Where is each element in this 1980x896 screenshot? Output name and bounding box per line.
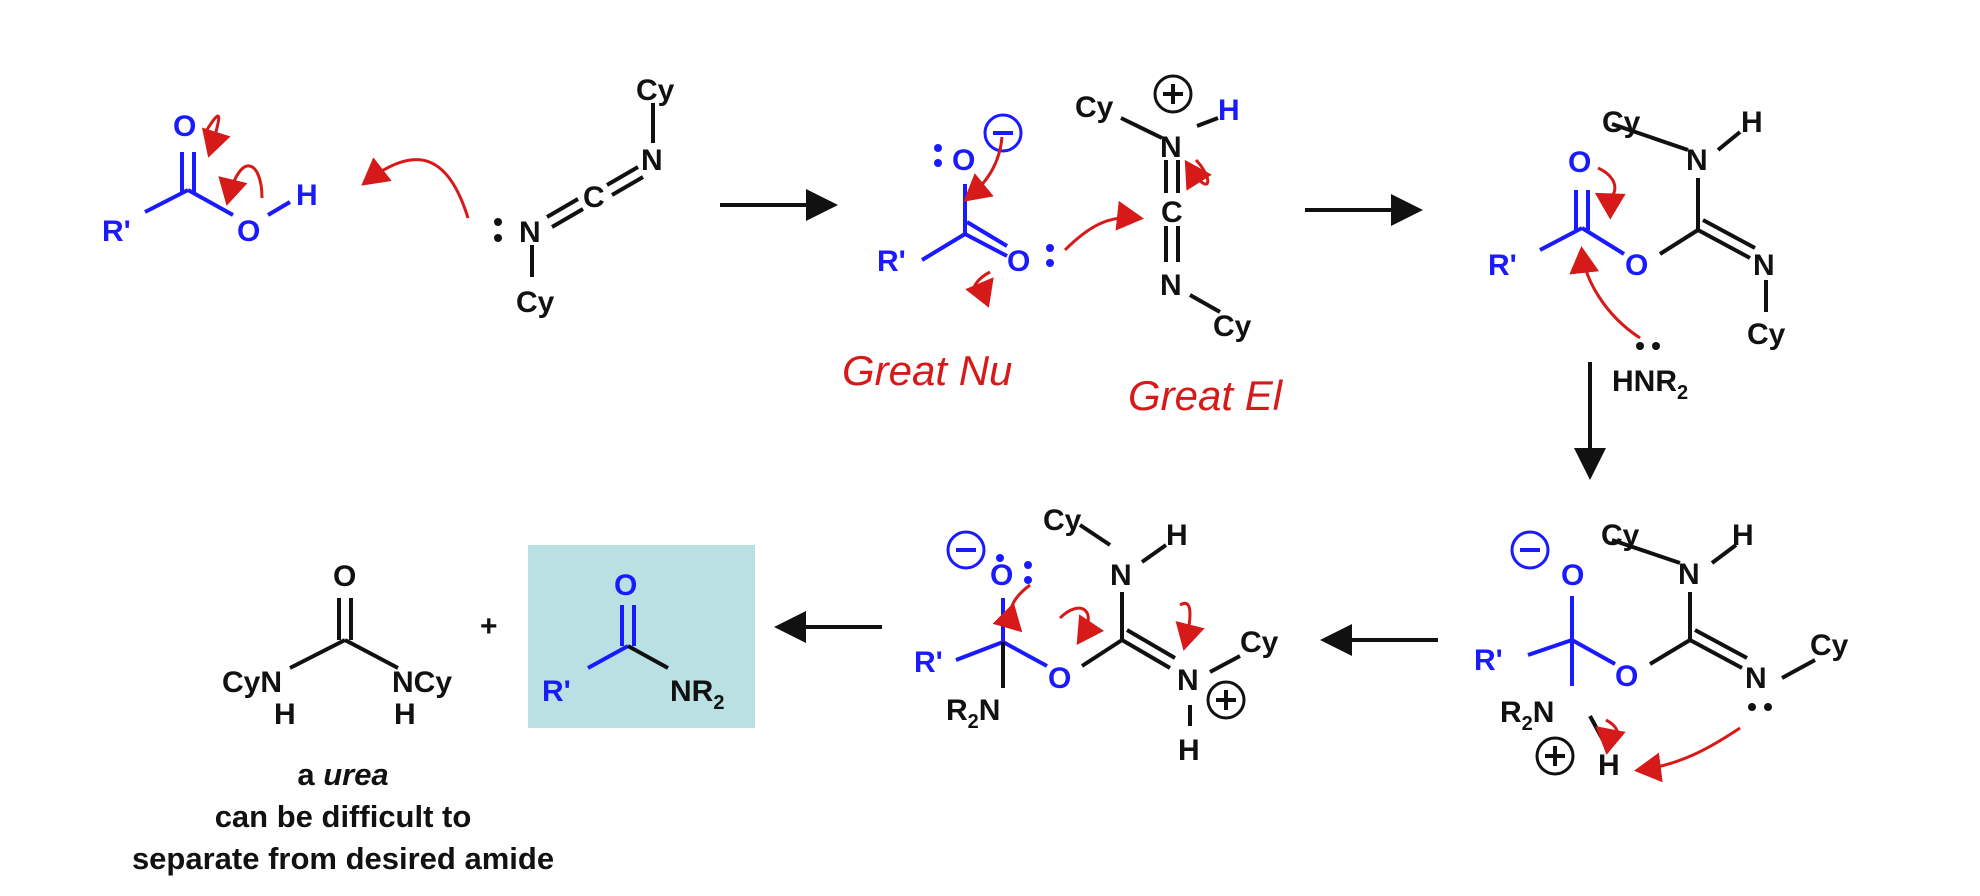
arrows-step2	[963, 136, 1212, 308]
carboxylic-acid	[144, 152, 292, 217]
atom-r-prime: R'	[1474, 644, 1503, 677]
atom-o-carbonyl: O	[173, 110, 196, 143]
plus-charge	[1535, 736, 1575, 776]
lone-pair-dot	[934, 144, 942, 152]
annotation-great-electrophile: Great El	[1128, 372, 1284, 419]
atom-h: H	[1178, 734, 1200, 767]
atom-h: H	[1166, 519, 1188, 552]
atom-h: H	[1218, 94, 1240, 127]
lone-pair-dot	[494, 234, 502, 242]
amine-hnr2: HNR2	[1612, 365, 1688, 404]
plus-sign: +	[480, 610, 498, 643]
atom-ncy: NCy	[392, 666, 452, 699]
protonated-dcc	[1120, 116, 1221, 314]
arrows-step3	[1569, 166, 1641, 340]
atom-cyn: CyN	[222, 666, 282, 699]
caption-line2: can be difficult to	[215, 799, 472, 834]
atom-n: N	[1753, 249, 1775, 282]
atom-cy: Cy	[1810, 629, 1849, 662]
lone-pair-dot	[1748, 703, 1756, 711]
annotation-great-nucleophile: Great Nu	[842, 347, 1012, 394]
atom-o: O	[1625, 249, 1648, 282]
atom-c: C	[1161, 196, 1183, 229]
amide-product	[587, 605, 636, 670]
atom-n: N	[1745, 662, 1767, 695]
atom-n: N	[1160, 131, 1182, 164]
lone-pair-dot	[1652, 342, 1660, 350]
atom-cy: Cy	[1075, 91, 1114, 124]
atom-h: H	[1598, 749, 1620, 782]
atom-n: N	[519, 216, 541, 249]
urea	[289, 598, 399, 670]
atom-cy: Cy	[1213, 310, 1252, 343]
atom-cy: Cy	[516, 286, 555, 319]
tetrahedral-intermediate	[1527, 596, 1616, 686]
atom-o: O	[1007, 245, 1030, 278]
lone-pair-dot	[494, 218, 502, 226]
atom-n: N	[1160, 269, 1182, 302]
lone-pair-dot	[1636, 342, 1644, 350]
atom-r-prime: R'	[877, 245, 906, 278]
atom-o-carbonyl: O	[614, 569, 637, 602]
atom-cy: Cy	[1240, 626, 1279, 659]
atom-o-hydroxyl: O	[237, 215, 260, 248]
lone-pair-dot	[1024, 576, 1032, 584]
atom-h: H	[1741, 106, 1763, 139]
lone-pair-dot	[1764, 703, 1772, 711]
plus-charge	[1153, 74, 1193, 114]
atom-r-prime: R'	[914, 646, 943, 679]
atom-o: O	[333, 560, 356, 593]
atom-o-anion: O	[990, 559, 1013, 592]
arrows-step4	[1595, 718, 1741, 783]
amine-r2n: R2N	[1500, 696, 1554, 735]
atom-n: N	[641, 144, 663, 177]
lone-pair-dot	[996, 554, 1004, 562]
minus-charge	[983, 113, 1023, 153]
atom-h: H	[1732, 519, 1754, 552]
minus-charge	[1510, 530, 1550, 570]
product-highlight-box	[528, 545, 755, 728]
atom-cy: Cy	[1747, 318, 1786, 351]
atom-r-prime: R'	[542, 675, 571, 708]
atom-n: N	[1686, 144, 1708, 177]
atom-h: H	[394, 698, 416, 731]
atom-r-prime: R'	[1488, 249, 1517, 282]
lone-pair-dot	[1024, 561, 1032, 569]
amide-nr2: NR2	[670, 675, 724, 714]
amide-cn-bond	[627, 644, 669, 670]
o-acylisourea-right	[1611, 122, 1768, 312]
atom-n: N	[1110, 559, 1132, 592]
atom-h: H	[274, 698, 296, 731]
tetrahedral-intermediate-right	[1588, 538, 1816, 741]
atom-h: H	[296, 179, 318, 212]
lone-pair-dot	[934, 159, 942, 167]
arrows-step5	[992, 583, 1205, 651]
atom-o: O	[1048, 662, 1071, 695]
atom-cy: Cy	[636, 74, 675, 107]
atom-o-anion: O	[952, 144, 975, 177]
lone-pair-dot	[1046, 259, 1054, 267]
atom-o-carbonyl: O	[1568, 146, 1591, 179]
arrows-acid	[201, 114, 470, 219]
atom-c: C	[583, 181, 605, 214]
caption-line1: a urea	[297, 757, 388, 792]
atom-n: N	[1678, 558, 1700, 591]
o-acylisourea	[1539, 190, 1626, 256]
atom-cy: Cy	[1601, 519, 1640, 552]
minus-charge	[946, 530, 986, 570]
atom-r-prime: R'	[102, 215, 131, 248]
plus-charge	[1206, 680, 1246, 720]
carboxylate	[920, 184, 1009, 262]
tetrahedral-intermediate-2-right	[1001, 523, 1241, 726]
dcc	[530, 103, 655, 277]
atom-n: N	[1177, 664, 1199, 697]
atom-cy: Cy	[1043, 504, 1082, 537]
lone-pair-dot	[1046, 244, 1054, 252]
amine-r2n: R2N	[946, 694, 1000, 733]
atom-cy: Cy	[1602, 106, 1641, 139]
atom-o-anion: O	[1561, 559, 1584, 592]
atom-o: O	[1615, 660, 1638, 693]
caption-line3: separate from desired amide	[132, 841, 554, 876]
